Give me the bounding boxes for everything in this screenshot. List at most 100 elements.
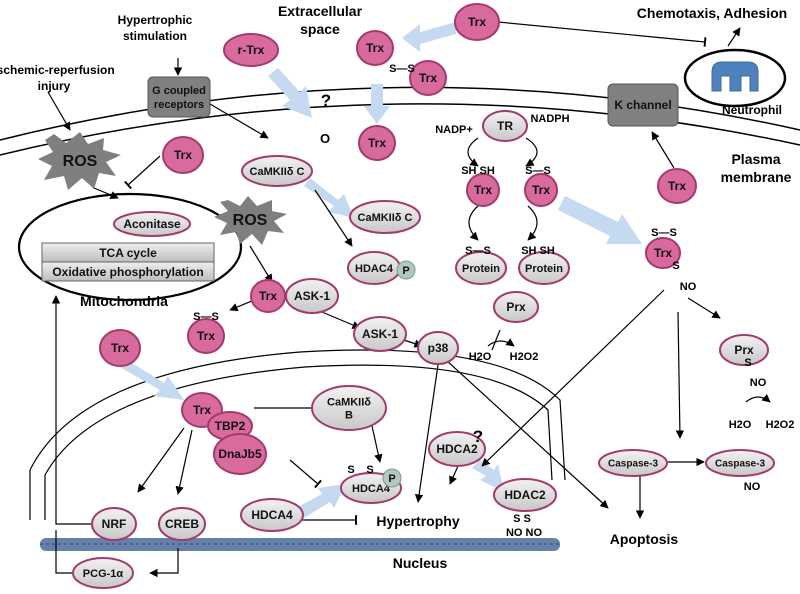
oxphos-label: Oxidative phosphorylation: [52, 265, 203, 279]
node-shape-trx-oxd: [524, 173, 558, 207]
node-label-trx-top: Trx: [468, 15, 486, 29]
node-label-trx-ss-b: Trx: [419, 71, 437, 85]
node-shape-hdac2-nuc: [493, 478, 557, 512]
blue-arrow-trx-down: [364, 84, 390, 124]
node-label-camkii-b-1: CaMKIIδ: [327, 396, 371, 408]
node-shape-protein-ox: [455, 251, 507, 285]
node-camkii-c-ox: CaMKIIδ C: [241, 155, 313, 187]
blue-arrow-camkii: [304, 178, 354, 218]
node-shape-trx-ox: [187, 318, 225, 354]
node-shape-trx-mid: [358, 125, 396, 161]
node-label-trx-nuc-in: Trx: [111, 341, 129, 355]
node-shape-caspase3-s: [705, 449, 775, 477]
node-shape-camkii-c: [349, 200, 421, 234]
s-label-caspase: NO: [744, 481, 761, 493]
node-shape-hdca2: [428, 431, 486, 467]
node-label-hdca4-s: HDCA4: [352, 483, 391, 495]
question-mark-2: ?: [473, 427, 483, 446]
o-label: O: [320, 131, 330, 146]
node-shape-aconitase: [113, 211, 191, 237]
g-receptor-line2: receptors: [154, 99, 204, 111]
node-label-trx-ss-a: Trx: [366, 41, 384, 55]
node-label-prx-s: Prx: [734, 343, 754, 357]
blue-arrow-hdac4: [296, 484, 346, 518]
blue-arrow-trx-nucleus: [118, 358, 184, 400]
ros-starburst-2: [214, 196, 287, 245]
blue-arrow-trx-sno: [558, 196, 642, 244]
node-label-aconitase: Aconitase: [123, 217, 181, 231]
s-s-label-3: S—S: [389, 63, 415, 75]
node-label-trx-mid: Trx: [368, 136, 386, 150]
node-label-trx-red: Trx: [474, 183, 492, 197]
node-label-camkii-c-ox: CaMKIIδ C: [250, 166, 305, 178]
neutrophil-label: Neutrophil: [722, 103, 782, 117]
mitochondria-label: Mitochondria: [80, 293, 168, 309]
node-label-protein-red: Protein: [525, 263, 563, 275]
node-label-hdca2: HDCA2: [436, 442, 478, 456]
node-label-trx-nuc: Trx: [193, 403, 211, 417]
plasma-membrane-label-2: membrane: [721, 169, 792, 185]
node-shape-hdca4: [240, 498, 304, 532]
extracellular-label-2: space: [300, 21, 340, 37]
h2o-label-1: H2O: [469, 351, 492, 363]
node-shape-caspase3: [598, 449, 668, 477]
node-label-caspase3-s: Caspase-3: [715, 459, 765, 470]
nadp-plus-label: NADP+: [435, 124, 473, 136]
neutrophil-nucleus: [711, 61, 759, 92]
ros-starburst-1: [38, 132, 121, 190]
node-label-rtrx: r-Trx: [238, 43, 265, 57]
phosphate-p-2: P: [382, 468, 402, 488]
node-camkii-c: CaMKIIδ C: [349, 200, 421, 234]
node-shape-protein-red: [518, 251, 570, 285]
s-s-label-1: S—S: [525, 165, 551, 177]
node-shape-trx-nuc-in: [99, 329, 141, 367]
blue-arrow-trx-to-extracellular: [402, 22, 456, 52]
node-shape-p38: [417, 331, 459, 365]
plasma-membrane-label-1: Plasma: [731, 151, 780, 167]
ros-label-2: ROS: [233, 212, 268, 229]
node-label-trx-sno: Trx: [654, 246, 672, 260]
node-shape-camkii-b: [311, 385, 387, 431]
ischemic-label-1: Ischemic-reperfusion: [0, 63, 115, 77]
question-mark-1: ?: [321, 91, 331, 110]
node-trx-ss-b: Trx: [409, 60, 447, 96]
node-caspase3-s: Caspase-3: [705, 449, 775, 477]
k-channel-label: K channel: [614, 98, 671, 112]
phosphate-label-p-2: P: [388, 473, 395, 485]
no-label-1: NO: [680, 281, 697, 293]
node-shape-trx-red: [466, 173, 500, 207]
node-label-protein-ox: Protein: [462, 263, 500, 275]
node-hdca2: HDCA2: [428, 431, 486, 467]
extracellular-label-1: Extracellular: [278, 3, 363, 19]
node-label-pcg: PCG-1α: [83, 568, 124, 580]
node-prx: Prx: [493, 291, 539, 323]
blue-arrow-rtrx-down: [268, 68, 312, 118]
node-trx-nuc-in: Trx: [99, 329, 141, 367]
node-trx-left: Trx: [162, 136, 204, 174]
node-label-camkii-b-2: B: [345, 409, 353, 421]
node-label-caspase3: Caspase-3: [608, 459, 658, 470]
node-trx-oxd: Trx: [524, 173, 558, 207]
node-label-tbp2: TBP2: [215, 419, 246, 433]
node-trx-ox: Trx: [187, 318, 225, 354]
g-coupled-receptor: [147, 76, 211, 118]
h2o2-label-2: H2O2: [766, 419, 795, 431]
nucleus-label: Nucleus: [393, 555, 448, 571]
ischemic-label-2: injury: [38, 79, 71, 93]
node-label-trx-right: Trx: [668, 179, 686, 193]
phosphate-circle-p-1: [396, 260, 416, 280]
blue-arrows: [118, 22, 642, 518]
hdac2-no-label: NO NO: [506, 527, 543, 539]
node-aconitase: Aconitase: [113, 211, 191, 237]
phosphate-label-p-1: P: [402, 265, 409, 277]
node-trx-right: Trx: [657, 168, 697, 204]
node-shape-dnajb5: [213, 433, 267, 475]
node-shape-trx-right: [657, 168, 697, 204]
node-label-trx-left: Trx: [174, 148, 192, 162]
node-label-trx-ox: Trx: [197, 329, 215, 343]
node-pcg: PCG-1α: [72, 557, 134, 589]
node-prx-s: Prx: [719, 334, 769, 366]
node-p38: p38: [417, 331, 459, 365]
